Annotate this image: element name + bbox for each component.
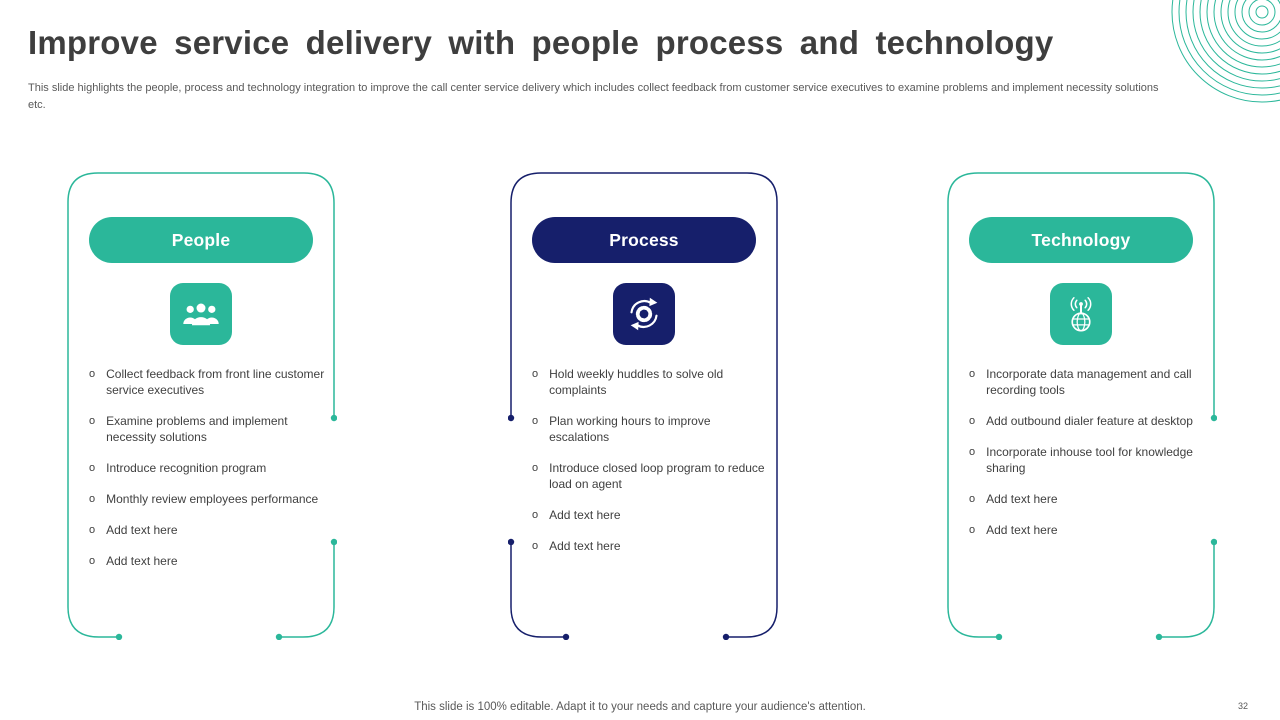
list-item: o Add text here xyxy=(532,538,770,554)
corner-rings-decoration xyxy=(1158,0,1280,111)
list-item: o Add outbound dialer feature at desktop xyxy=(969,413,1207,429)
list-item: o Add text here xyxy=(89,522,327,538)
list-item-text: Add text here xyxy=(106,554,178,568)
list-item-text: Incorporate data management and call rec… xyxy=(986,367,1192,397)
list-item-text: Incorporate inhouse tool for knowledge s… xyxy=(986,445,1193,475)
bullet-list-technology: o Incorporate data management and call re… xyxy=(969,366,1207,553)
slide-subtitle: This slide highlights the people, proces… xyxy=(28,82,1159,111)
list-item: o Incorporate data management and call re… xyxy=(969,366,1207,398)
column-process: Process o Hold weekly huddles to solve ol… xyxy=(508,170,780,640)
bullet-marker: o xyxy=(532,415,539,427)
list-item: o Add text here xyxy=(969,522,1207,538)
list-item: o Monthly review employees performance xyxy=(89,491,327,507)
slide-title: Improve service delivery with people pro… xyxy=(28,24,1054,61)
column-technology: Technology o Incorporate data management … xyxy=(945,170,1217,640)
list-item: o Plan working hours to improve escalatio… xyxy=(532,413,770,445)
list-item: o Examine problems and implement necessit… xyxy=(89,413,327,445)
list-item: o Add text here xyxy=(969,491,1207,507)
list-item-text: Plan working hours to improve escalation… xyxy=(549,414,711,444)
bullet-marker: o xyxy=(89,493,96,505)
bullet-marker: o xyxy=(532,368,539,380)
bullet-marker: o xyxy=(969,524,976,536)
list-item: o Incorporate inhouse tool for knowledge … xyxy=(969,444,1207,476)
bullet-marker: o xyxy=(89,368,96,380)
bullet-marker: o xyxy=(969,368,976,380)
bullet-marker: o xyxy=(969,415,976,427)
list-item-text: Monthly review employees performance xyxy=(106,492,319,506)
page-number: 32 xyxy=(1237,701,1248,711)
bullet-marker: o xyxy=(89,415,96,427)
bullet-marker: o xyxy=(532,462,539,474)
footer-note: This slide is 100% editable. Adapt it to… xyxy=(414,701,866,713)
bullet-marker: o xyxy=(532,509,539,521)
list-item-text: Add text here xyxy=(106,523,178,537)
list-item: o Introduce recognition program xyxy=(89,460,327,476)
people-icon xyxy=(170,283,232,345)
list-item-text: Hold weekly huddles to solve old complai… xyxy=(549,367,724,397)
list-item-text: Introduce closed loop program to reduce … xyxy=(549,461,765,491)
column-header-process: Process xyxy=(532,217,756,263)
list-item-text: Add text here xyxy=(986,523,1058,537)
list-item-text: Add text here xyxy=(986,492,1058,506)
bullet-marker: o xyxy=(89,555,96,567)
broadcast-globe-icon xyxy=(1050,283,1112,345)
bullet-marker: o xyxy=(89,462,96,474)
bullet-marker: o xyxy=(532,540,539,552)
bullet-marker: o xyxy=(969,493,976,505)
bullet-marker: o xyxy=(969,446,976,458)
list-item-text: Add text here xyxy=(549,508,621,522)
list-item: o Hold weekly huddles to solve old compla… xyxy=(532,366,770,398)
list-item-text: Introduce recognition program xyxy=(106,461,267,475)
list-item: o Add text here xyxy=(89,553,327,569)
bullet-list-people: o Collect feedback from front line custom… xyxy=(89,366,327,584)
list-item-text: Collect feedback from front line custome… xyxy=(106,367,325,397)
bullet-list-process: o Hold weekly huddles to solve old compla… xyxy=(532,366,770,569)
column-header-technology: Technology xyxy=(969,217,1193,263)
list-item-text: Add text here xyxy=(549,539,621,553)
list-item: o Add text here xyxy=(532,507,770,523)
gear-sync-icon xyxy=(613,283,675,345)
list-item: o Collect feedback from front line custom… xyxy=(89,366,327,398)
column-header-people: People xyxy=(89,217,313,263)
list-item: o Introduce closed loop program to reduce… xyxy=(532,460,770,492)
bullet-marker: o xyxy=(89,524,96,536)
list-item-text: Examine problems and implement necessity… xyxy=(106,414,288,444)
list-item-text: Add outbound dialer feature at desktop xyxy=(986,414,1193,428)
column-people: People o Collect feedback from front line… xyxy=(65,170,337,640)
